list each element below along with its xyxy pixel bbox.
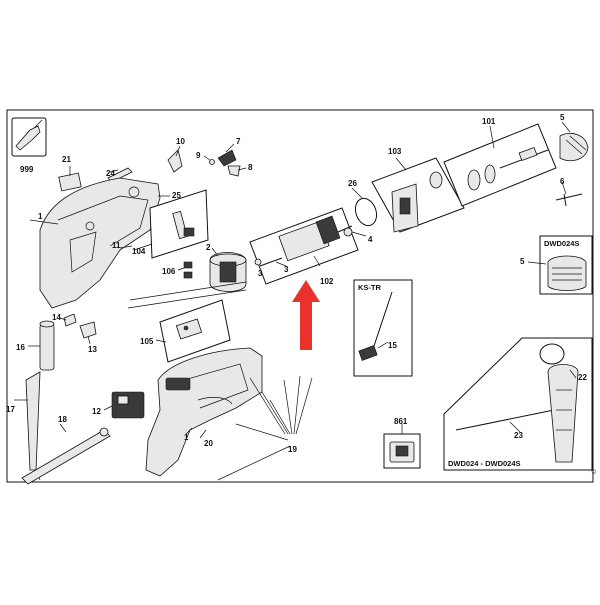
callout-104: 104 [132, 247, 146, 256]
part-9-spring [209, 159, 215, 165]
part-105-box [159, 299, 231, 363]
callout-17: 17 [6, 405, 15, 414]
callout-7: 7 [236, 137, 241, 146]
callout-20: 20 [204, 439, 213, 448]
callout-18: 18 [58, 415, 67, 424]
callout-14: 14 [52, 313, 61, 322]
callout-9: 9 [196, 151, 201, 160]
callout-26: 26 [348, 179, 357, 188]
callout-25: 25 [172, 191, 181, 200]
callout-22: 22 [578, 373, 587, 382]
arrow-shaft [300, 300, 312, 350]
callout-101: 101 [482, 117, 496, 126]
part-6-chuck-key [555, 193, 583, 207]
part-7-switch [217, 149, 237, 167]
callout-16: 16 [16, 343, 25, 352]
callout-23: 23 [514, 431, 523, 440]
housing-left-half [39, 177, 161, 309]
callout-11: 11 [112, 241, 121, 250]
part-104-box [149, 189, 209, 259]
dwd024s-title: DWD024S [544, 239, 579, 248]
part-23-depth-rod [455, 409, 555, 431]
arrow-head [292, 280, 320, 302]
callout-102: 102 [320, 277, 334, 286]
dwd024-box [443, 337, 593, 471]
part-12-switch [111, 391, 145, 419]
callout-2: 2 [206, 243, 211, 252]
kstr-title: KS-TR [358, 283, 381, 292]
callout-861: 861 [394, 417, 408, 426]
part-18-ring [99, 427, 109, 437]
part-101-spindle-box [443, 123, 557, 207]
kstr-frame [353, 279, 413, 377]
copyright-mark: © [591, 470, 596, 476]
part-26-ring [354, 197, 378, 227]
part-106-brush-a [183, 261, 193, 269]
part-10-bracket [167, 149, 183, 173]
callout-labels: 999 21 24 10 7 9 8 25 1 11 104 2 106 14 … [6, 113, 587, 468]
callout-21: 21 [62, 155, 71, 164]
kstr-box [353, 279, 413, 377]
rod-a [129, 281, 247, 301]
callout-12: 12 [92, 407, 101, 416]
part-21-label [58, 172, 82, 192]
callout-24: 24 [106, 169, 115, 178]
callout-103: 103 [388, 147, 402, 156]
armature [259, 215, 353, 267]
callout-3-left: 3 [258, 269, 263, 278]
callout-1-bottom: 1 [184, 433, 189, 442]
part-861-case [383, 433, 421, 469]
part-106-brush-b [183, 271, 193, 279]
part-103-gearbox-box [371, 157, 465, 233]
highlight-arrow [292, 280, 320, 350]
callout-13: 13 [88, 345, 97, 354]
callout-999: 999 [20, 165, 34, 174]
callout-6: 6 [560, 177, 565, 186]
part-999-group [11, 117, 47, 157]
leader-lines [14, 121, 577, 439]
callout-15: 15 [388, 341, 397, 350]
callout-5-top: 5 [560, 113, 565, 122]
callout-8: 8 [248, 163, 253, 172]
part-13-clip [79, 321, 97, 339]
part-999-pin [33, 119, 43, 129]
part-999-icon [15, 125, 41, 151]
callout-5-box: 5 [520, 257, 525, 266]
part-14-screw [63, 313, 77, 327]
part-2-stator [209, 252, 247, 292]
callout-106: 106 [162, 267, 176, 276]
part-16-cord-guard [39, 320, 55, 371]
part-18-bar [21, 429, 111, 485]
part-4-bearing [343, 227, 353, 237]
callout-19: 19 [288, 445, 297, 454]
part-3-bearing [254, 258, 262, 266]
part-22-side-handle [539, 343, 579, 463]
part-5-chuck [559, 132, 589, 162]
callout-3: 3 [284, 265, 289, 274]
callout-4: 4 [368, 235, 373, 244]
dwd024-title: DWD024 - DWD024S [448, 459, 521, 468]
part-8-cap [227, 165, 241, 177]
part-1-housing-right [145, 347, 263, 477]
callout-105: 105 [140, 337, 154, 346]
callout-1-top: 1 [38, 212, 43, 221]
callout-10: 10 [176, 137, 185, 146]
part-19-screws [217, 375, 313, 481]
rod-b [127, 289, 247, 309]
part-102-armature-box [249, 207, 359, 285]
dwd024s-box [539, 235, 593, 295]
